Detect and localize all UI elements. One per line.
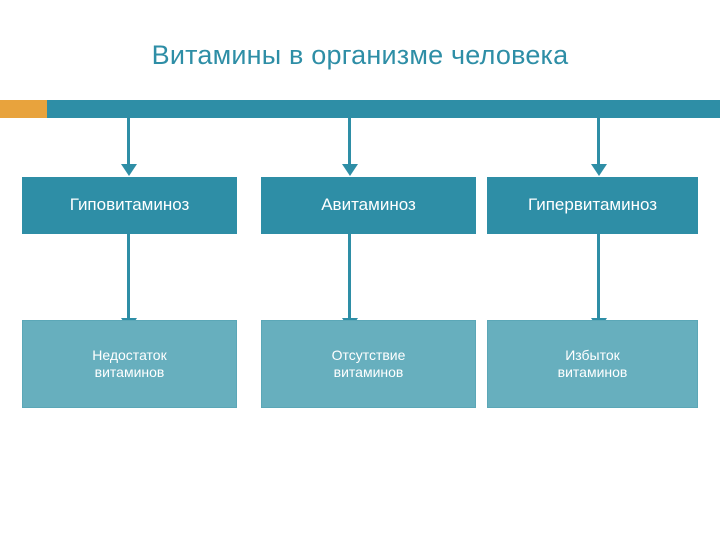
arrow-bar-to-box-1 [127, 100, 130, 165]
detail-line-2: витаминов [557, 364, 628, 380]
detail-box-absence-text: Отсутствие витаминов [326, 347, 412, 381]
box-hypervitaminosis[interactable]: Гипервитаминоз [487, 177, 698, 234]
detail-line-1: Недостаток [92, 346, 167, 363]
detail-line-2: витаминов [94, 364, 165, 380]
detail-line-1: Отсутствие [331, 346, 406, 363]
arrow-box-to-detail-1 [127, 234, 130, 319]
box-avitaminosis[interactable]: Авитаминоз [261, 177, 476, 234]
detail-box-deficiency-text: Недостаток витаминов [86, 347, 172, 381]
box-hypovitaminosis-label: Гиповитаминоз [69, 195, 190, 215]
arrow-box-to-detail-2 [348, 234, 351, 319]
detail-box-deficiency[interactable]: Недостаток витаминов [22, 320, 237, 408]
box-hypervitaminosis-label: Гипервитаминоз [527, 195, 658, 215]
arrow-bar-to-box-3 [597, 100, 600, 165]
page-title: Витамины в организме человека [151, 40, 569, 70]
detail-box-excess[interactable]: Избыток витаминов [487, 320, 698, 408]
orange-accent-bar [0, 100, 47, 118]
arrow-box-to-detail-3 [597, 234, 600, 319]
detail-box-excess-text: Избыток витаминов [552, 347, 634, 381]
arrow-bar-to-box-2 [348, 100, 351, 165]
box-hypovitaminosis[interactable]: Гиповитаминоз [22, 177, 237, 234]
box-avitaminosis-label: Авитаминоз [321, 195, 416, 215]
detail-line-1: Избыток [565, 346, 620, 363]
detail-line-2: витаминов [333, 364, 404, 380]
teal-accent-bar [47, 100, 720, 118]
detail-box-absence[interactable]: Отсутствие витаминов [261, 320, 476, 408]
